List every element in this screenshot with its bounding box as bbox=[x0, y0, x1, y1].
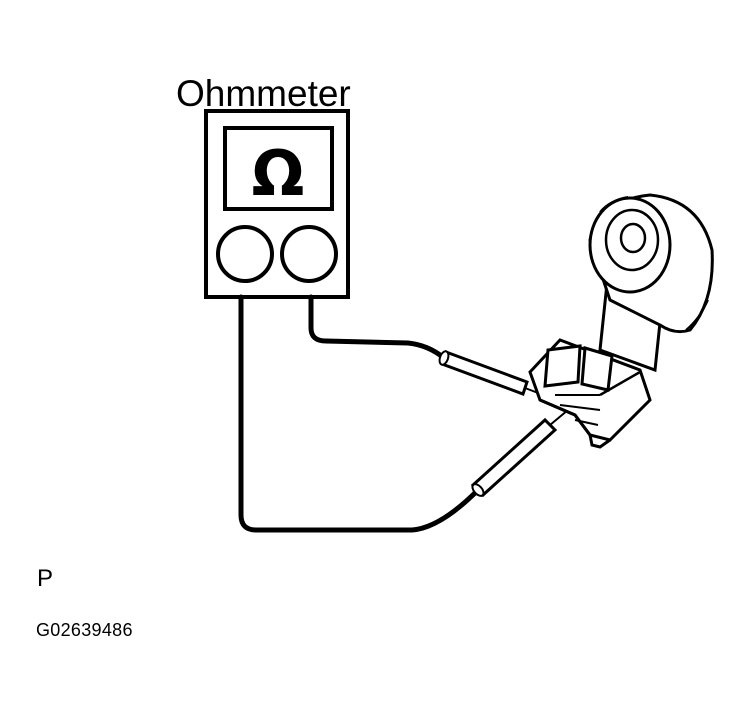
probe-lower-handle bbox=[470, 417, 558, 498]
view-letter: P bbox=[37, 565, 54, 592]
probe-lower-tip bbox=[549, 409, 569, 426]
sensor-connector bbox=[528, 338, 652, 449]
test-lead-lower bbox=[238, 294, 481, 533]
connector-latch-right bbox=[580, 346, 614, 392]
ohmmeter-label: Ohmmeter bbox=[176, 73, 351, 114]
probe-lower bbox=[470, 409, 569, 498]
omega-icon: Ω bbox=[252, 137, 305, 210]
probe-jack-right bbox=[280, 225, 338, 283]
figure-code: G02639486 bbox=[36, 620, 133, 640]
ohmmeter-display bbox=[223, 126, 334, 211]
probe-upper-handle bbox=[440, 350, 529, 396]
sensor-bore bbox=[619, 222, 647, 254]
probe-upper bbox=[438, 350, 547, 397]
test-lead-upper bbox=[308, 294, 447, 361]
ohmmeter: Ω bbox=[204, 109, 350, 299]
knock-sensor bbox=[588, 193, 714, 373]
connector-latch-left bbox=[543, 344, 582, 388]
probe-jack-left bbox=[216, 225, 274, 283]
